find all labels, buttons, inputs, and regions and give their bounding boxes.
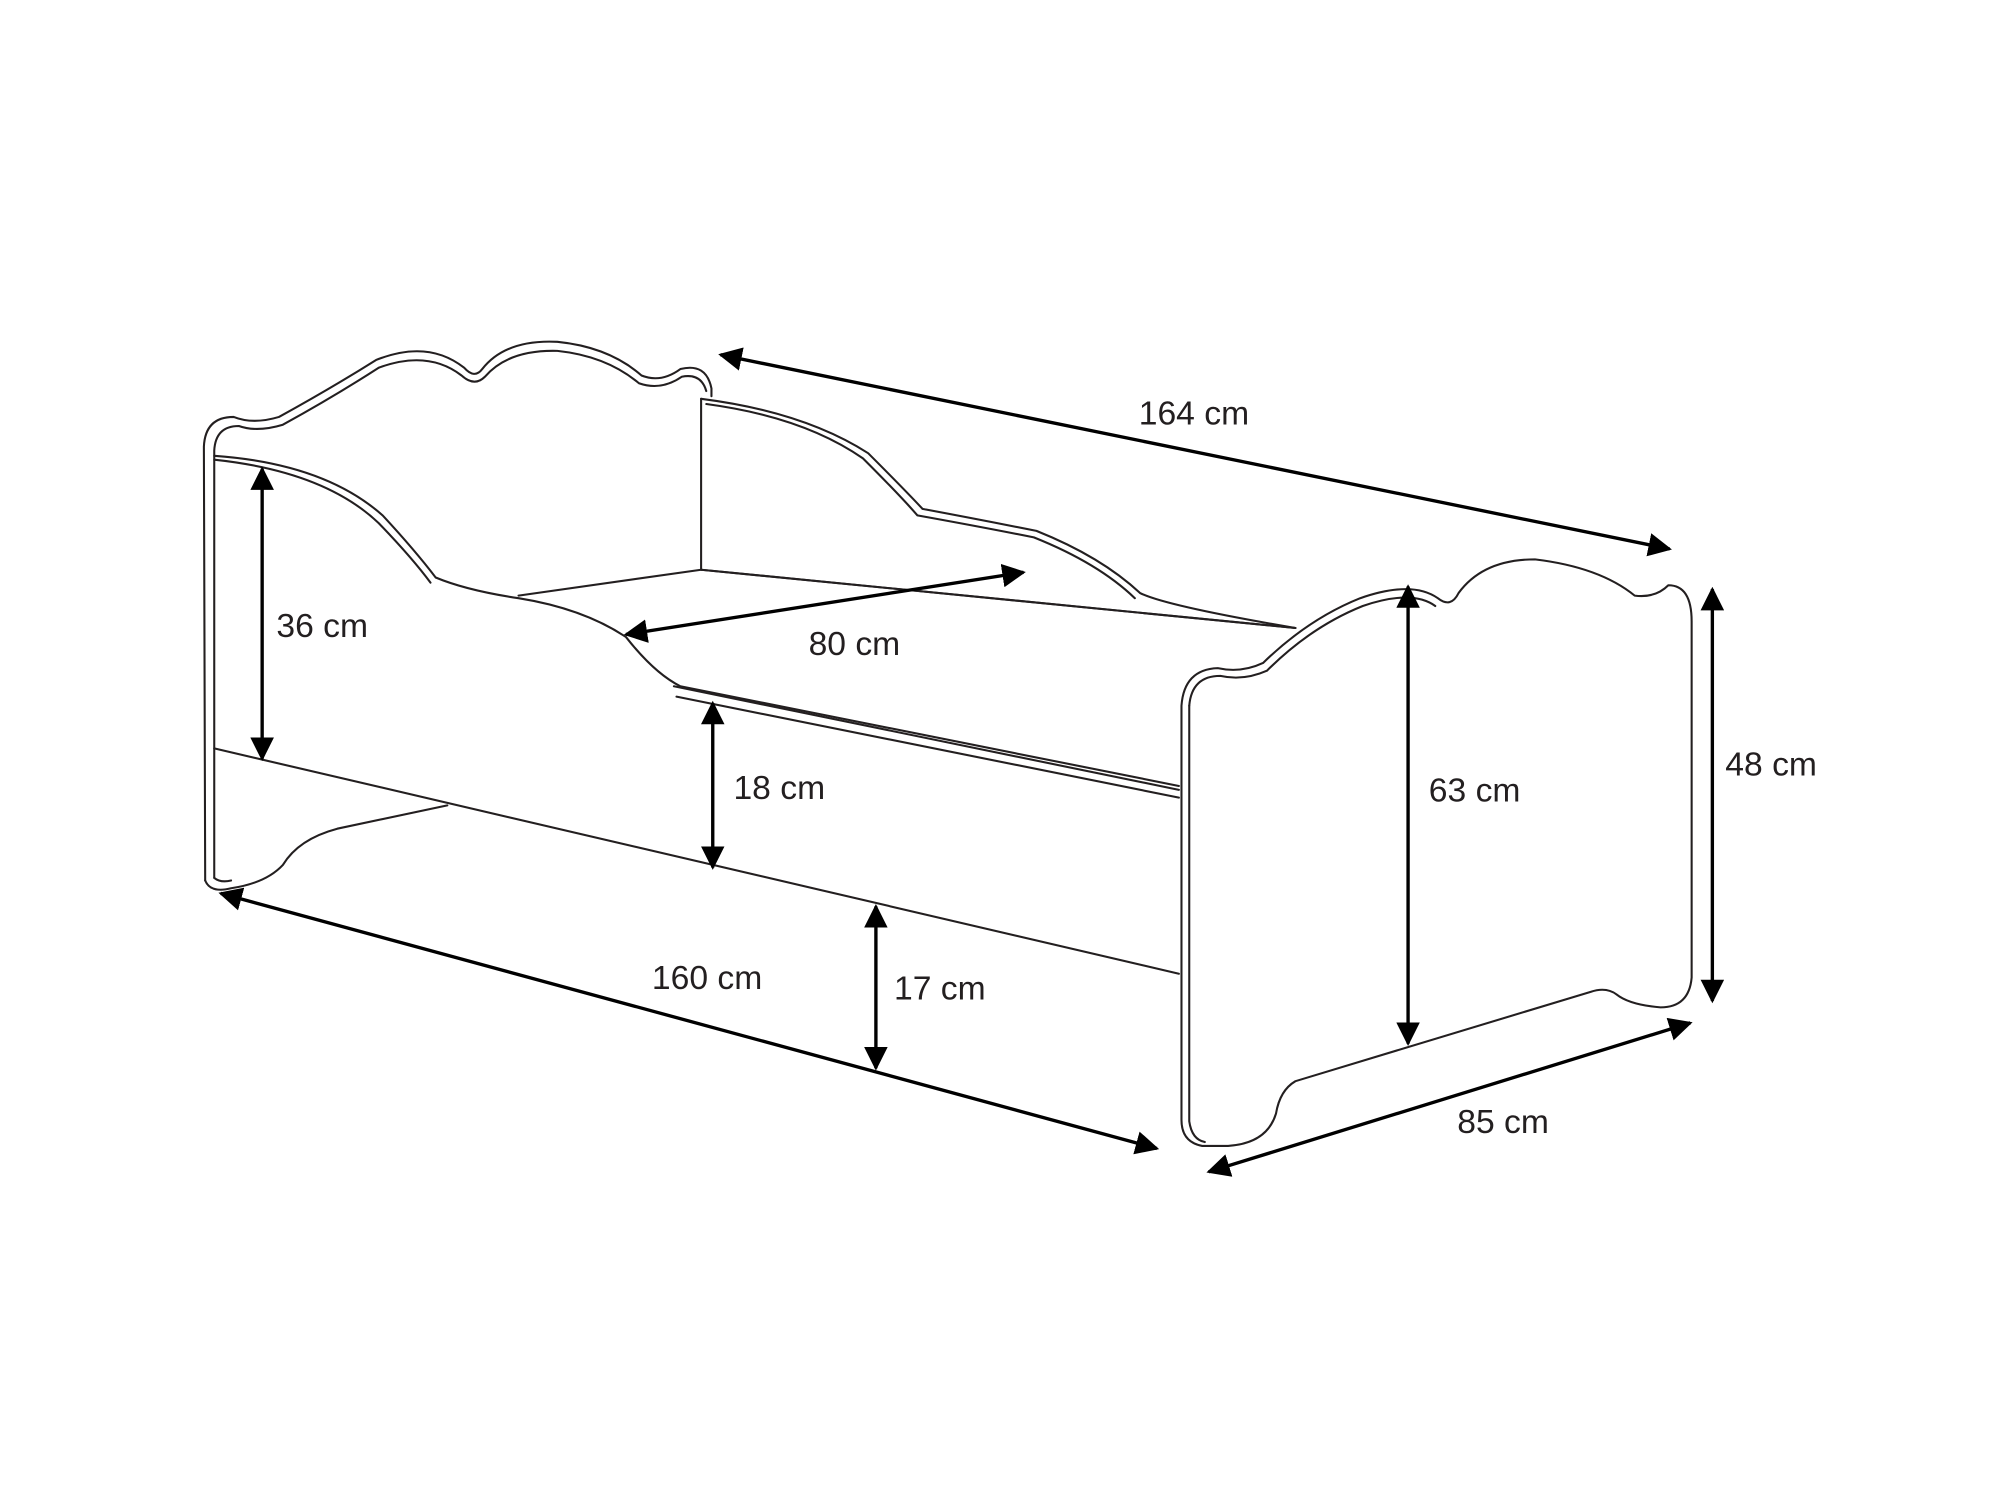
label-overall-length: 164 cm	[1139, 396, 1249, 433]
label-panel-inner-height: 36 cm	[276, 608, 368, 645]
left-end-panel	[202, 340, 1180, 975]
label-floor-clearance: 17 cm	[894, 971, 986, 1008]
dim-164-arrow	[718, 347, 1672, 557]
label-headboard-height: 63 cm	[1429, 772, 1521, 809]
label-frame-length: 160 cm	[652, 960, 762, 997]
dim-160-arrow	[218, 887, 1160, 1155]
back-side-rail	[517, 397, 1297, 630]
dim-80-arrow	[623, 563, 1026, 643]
label-footboard-height: 48 cm	[1725, 747, 1817, 784]
label-inner-width: 80 cm	[809, 626, 901, 663]
dim-85-arrow	[1206, 1017, 1693, 1177]
front-side-rail	[672, 685, 1180, 799]
right-end-panel	[1180, 558, 1693, 1147]
label-side-rail-height: 18 cm	[733, 770, 825, 807]
label-overall-width: 85 cm	[1457, 1104, 1549, 1141]
